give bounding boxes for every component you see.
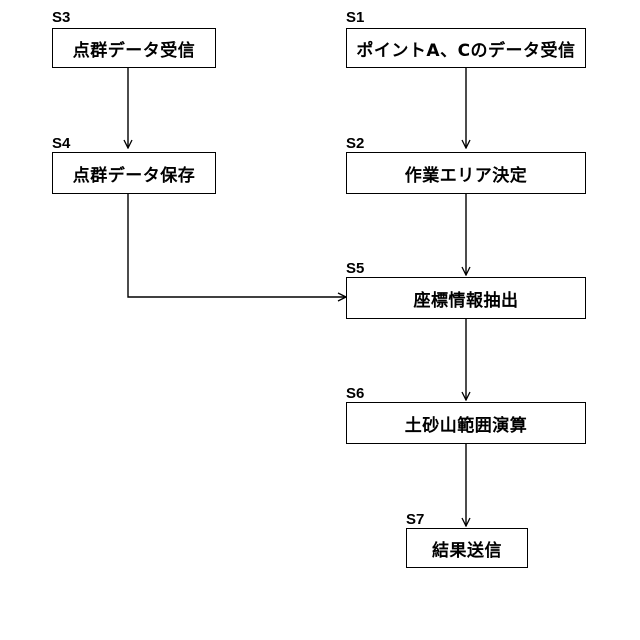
step-text-s2: 作業エリア決定 [405,161,528,186]
step-label-s1: S1 [346,10,364,26]
arrow-s4-to-s5 [128,194,346,297]
step-box-s5: 座標情報抽出 [346,277,586,319]
step-text-s1: ポイントA、Cのデータ受信 [356,36,575,61]
step-box-s6: 土砂山範囲演算 [346,402,586,444]
step-label-s5: S5 [346,261,364,277]
step-label-s3: S3 [52,10,70,26]
step-text-s3: 点群データ受信 [73,36,196,61]
step-text-s5: 座標情報抽出 [414,286,519,311]
step-box-s1: ポイントA、Cのデータ受信 [346,28,586,68]
step-box-s3: 点群データ受信 [52,28,216,68]
step-label-s6: S6 [346,386,364,402]
step-box-s7: 結果送信 [406,528,528,568]
step-text-s6: 土砂山範囲演算 [405,411,528,436]
step-label-s2: S2 [346,136,364,152]
step-box-s2: 作業エリア決定 [346,152,586,194]
step-box-s4: 点群データ保存 [52,152,216,194]
step-text-s4: 点群データ保存 [73,161,196,186]
step-text-s7: 結果送信 [432,536,502,561]
step-label-s4: S4 [52,136,70,152]
step-label-s7: S7 [406,512,424,528]
